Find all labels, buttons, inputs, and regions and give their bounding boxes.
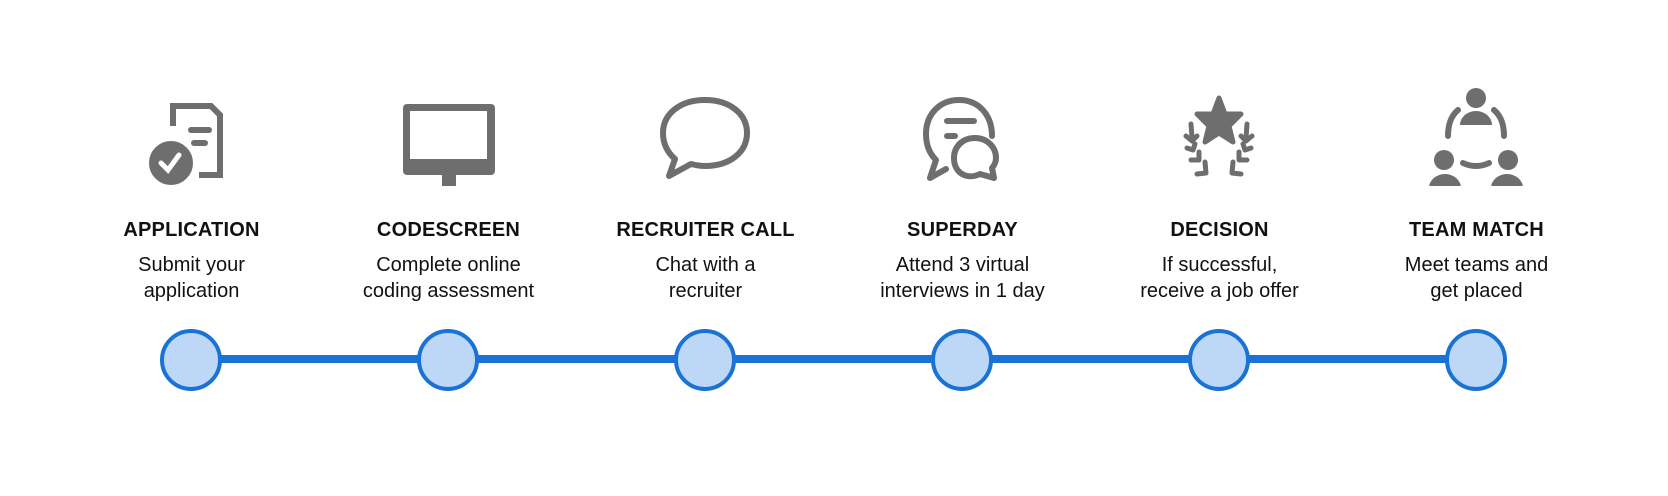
timeline-line (191, 355, 1476, 363)
timeline-node-recruiter-call (674, 329, 736, 391)
timeline-node-superday (931, 329, 993, 391)
speech-bubble-icon (655, 86, 755, 186)
step-title: RECRUITER CALL (616, 219, 795, 241)
timeline-node-application (160, 329, 222, 391)
step-title: TEAM MATCH (1409, 219, 1544, 241)
timeline-node-decision (1188, 329, 1250, 391)
timeline-node-codescreen (417, 329, 479, 391)
document-check-icon (141, 86, 241, 189)
star-laurel-icon (1169, 86, 1269, 186)
step-title: DECISION (1170, 219, 1269, 241)
step-title: CODESCREEN (376, 219, 521, 241)
step-title: APPLICATION (123, 219, 260, 241)
monitor-icon (398, 86, 498, 193)
timeline-node-team-match (1445, 329, 1507, 391)
team-circle-icon (1426, 86, 1526, 188)
step-description: If successful,receive a job offer (1140, 254, 1299, 302)
step-title: SUPERDAY (907, 219, 1018, 241)
chat-bubbles-icon (912, 86, 1012, 186)
